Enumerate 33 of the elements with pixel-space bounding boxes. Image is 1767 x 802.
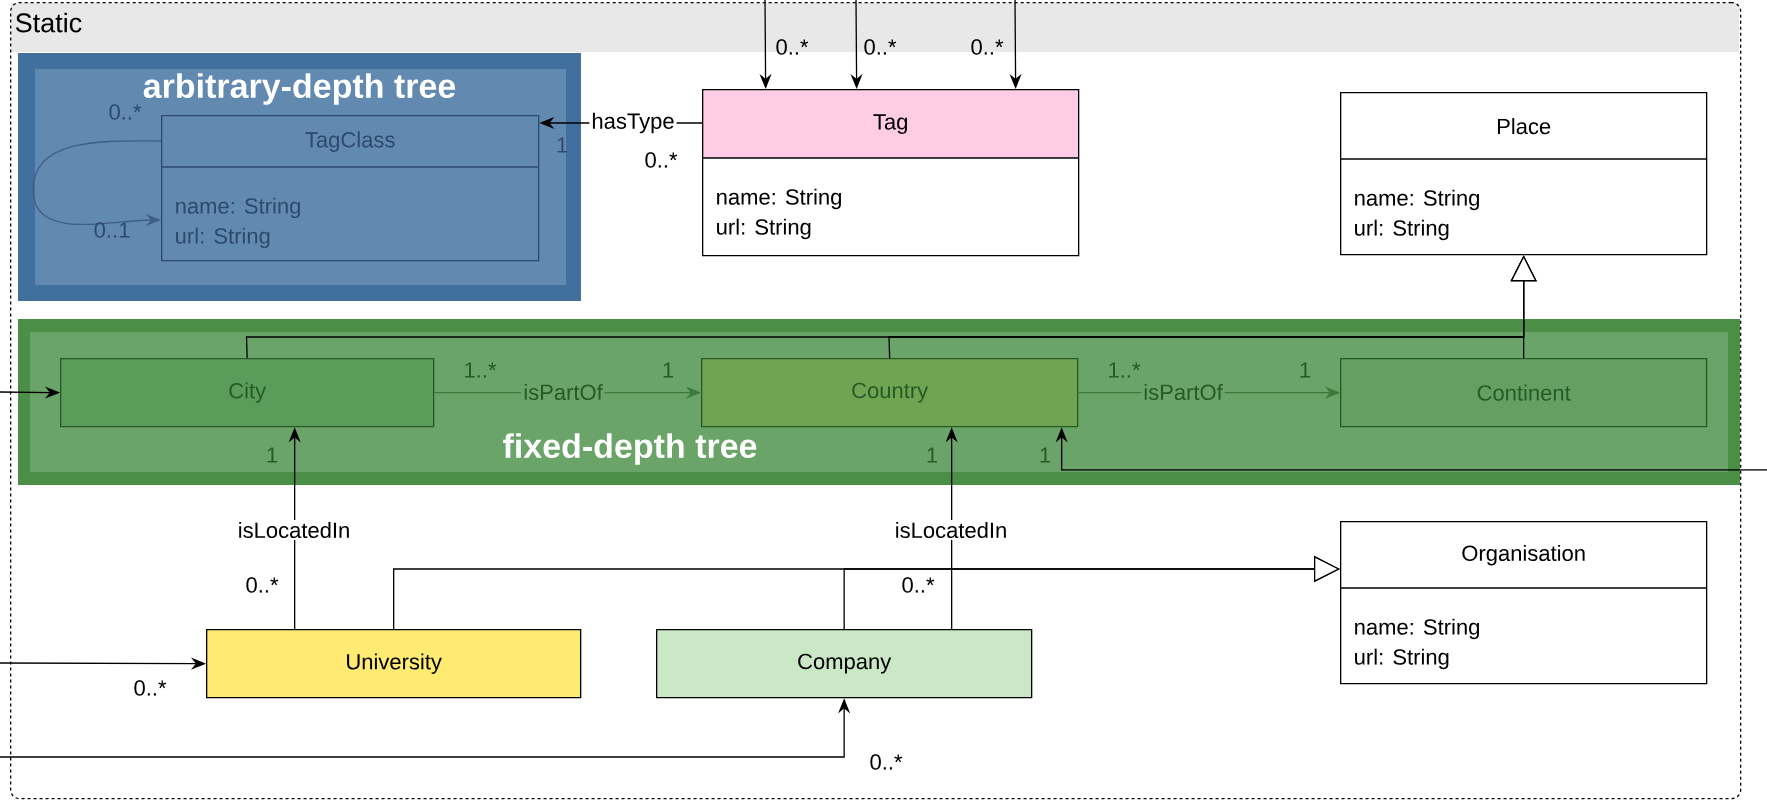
multiplicity-label: 1 bbox=[1300, 362, 1311, 378]
class-box: City bbox=[60, 358, 435, 428]
multiplicity-label: 0..* bbox=[109, 104, 142, 120]
class-box: Country bbox=[701, 358, 1079, 428]
multiplicity-label: 1..* bbox=[1109, 362, 1141, 378]
multiplicity-label: 0..* bbox=[864, 39, 897, 55]
multiplicity-label: 0..* bbox=[902, 577, 935, 593]
class-box: Organisation name: String url: String bbox=[1339, 521, 1708, 685]
class-box: University bbox=[206, 629, 582, 699]
multiplicity-label: 0..1 bbox=[94, 222, 130, 238]
class-box: Tag name: String url: String bbox=[701, 89, 1080, 257]
edge-label: isPartOf bbox=[1141, 381, 1225, 403]
multiplicity-label: 1 bbox=[927, 447, 938, 463]
multiplicity-label: 1 bbox=[557, 137, 568, 153]
edge-label: isPartOf bbox=[521, 381, 605, 403]
class-box: Continent bbox=[1340, 358, 1708, 428]
generalization-arrow bbox=[843, 555, 1340, 630]
multiplicity-label: 0..* bbox=[870, 754, 903, 770]
multiplicity-label: 0..* bbox=[776, 39, 809, 55]
edge-label: isLocatedIn bbox=[235, 519, 353, 541]
multiplicity-label: 0..* bbox=[134, 680, 167, 696]
class-box: Company bbox=[656, 629, 1033, 699]
multiplicity-label: 0..* bbox=[971, 39, 1004, 55]
edge-label: hasType bbox=[589, 110, 677, 136]
multiplicity-label: 1..* bbox=[465, 362, 497, 378]
multiplicity-label: 0..* bbox=[246, 577, 279, 593]
multiplicity-label: 0..* bbox=[645, 152, 678, 168]
class-box: TagClass name: String url: String bbox=[160, 115, 540, 262]
edge-label: isLocatedIn bbox=[892, 519, 1010, 541]
multiplicity-label: 1 bbox=[663, 362, 674, 378]
multiplicity-label: 1 bbox=[267, 447, 278, 463]
multiplicity-label: 1 bbox=[1040, 447, 1051, 463]
class-box: Place name: String url: String bbox=[1339, 92, 1708, 256]
